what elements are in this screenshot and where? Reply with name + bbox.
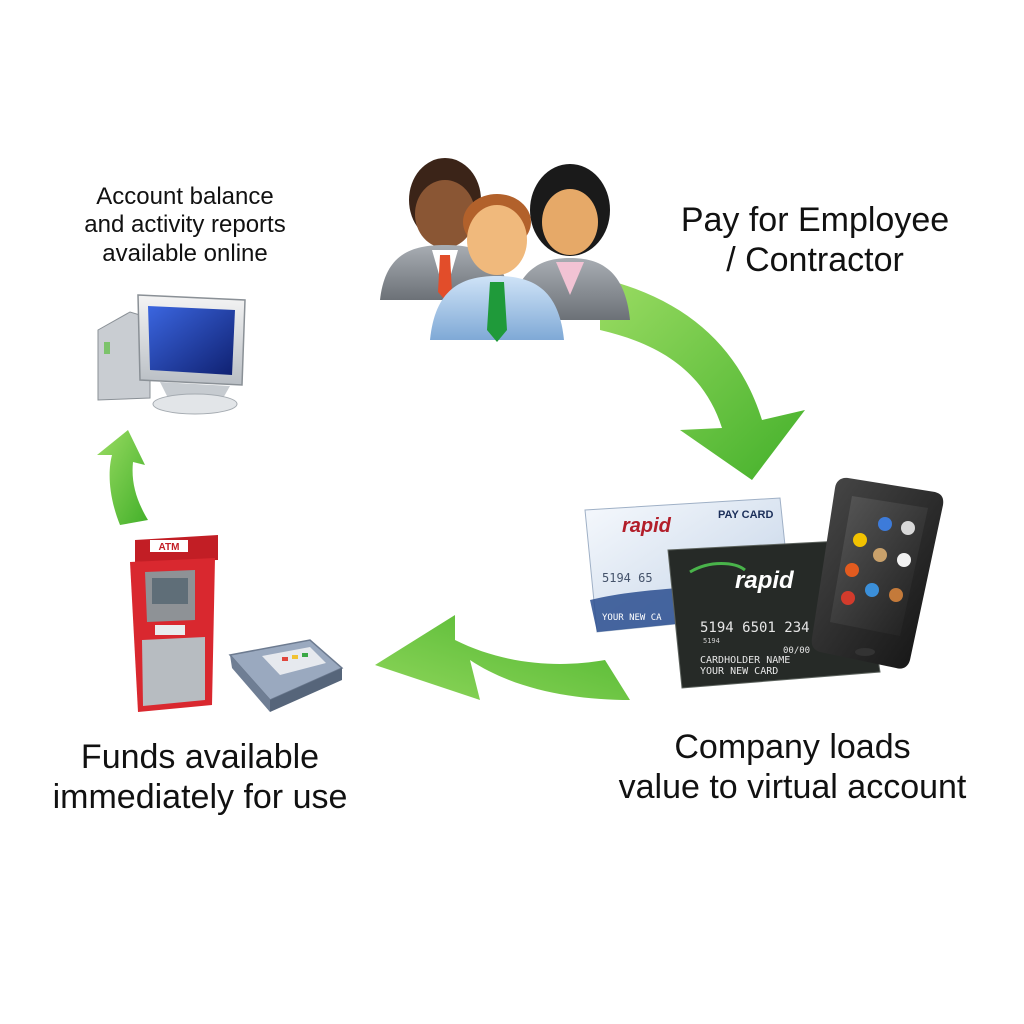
company-loads-label: Company loads value to virtual account bbox=[570, 727, 1015, 807]
computer-monitor-icon bbox=[97, 294, 246, 415]
funds-label-line-2: immediately for use bbox=[52, 778, 348, 817]
card-front-type: PAY CARD bbox=[718, 509, 773, 521]
pay-employee-label: Pay for Employee / Contractor bbox=[640, 200, 990, 280]
account-label-line-3: available online bbox=[102, 239, 268, 267]
arrow-to-computer bbox=[97, 430, 148, 525]
account-label-line-2: and activity reports bbox=[84, 211, 286, 239]
card-front-brand: rapid bbox=[622, 515, 672, 537]
account-balance-label: Account balance and activity reports ava… bbox=[40, 183, 330, 268]
account-label-line-1: Account balance bbox=[96, 183, 274, 210]
card-back-number: 5194 6501 234 bbox=[700, 620, 810, 636]
card-back-brand: rapid bbox=[735, 567, 795, 594]
card-back-cardholder: CARDHOLDER NAME bbox=[700, 655, 790, 666]
card-terminal-icon bbox=[228, 639, 344, 712]
card-back-expiry: 00/00 bbox=[783, 646, 810, 656]
atm-sign-label: ATM bbox=[159, 542, 180, 553]
company-label-line-2: value to virtual account bbox=[618, 768, 967, 807]
card-back-name: YOUR NEW CARD bbox=[700, 666, 778, 677]
funds-available-label: Funds available immediately for use bbox=[0, 737, 400, 817]
employees-group-icon bbox=[380, 158, 630, 342]
arrow-to-atm bbox=[375, 615, 630, 700]
arrow-to-cards bbox=[600, 278, 805, 480]
card-front-number: 5194 65 bbox=[602, 571, 653, 585]
card-back-number-small: 5194 bbox=[703, 637, 720, 645]
atm-icon: ATM bbox=[130, 535, 218, 712]
card-front-name: YOUR NEW CA bbox=[602, 613, 662, 623]
pay-label-line-2: / Contractor bbox=[726, 241, 904, 280]
funds-label-line-1: Funds available bbox=[80, 738, 320, 776]
company-label-line-1: Company loads bbox=[674, 728, 911, 766]
pay-label-line-1: Pay for Employee bbox=[680, 201, 950, 239]
smartphone-icon bbox=[811, 477, 944, 669]
